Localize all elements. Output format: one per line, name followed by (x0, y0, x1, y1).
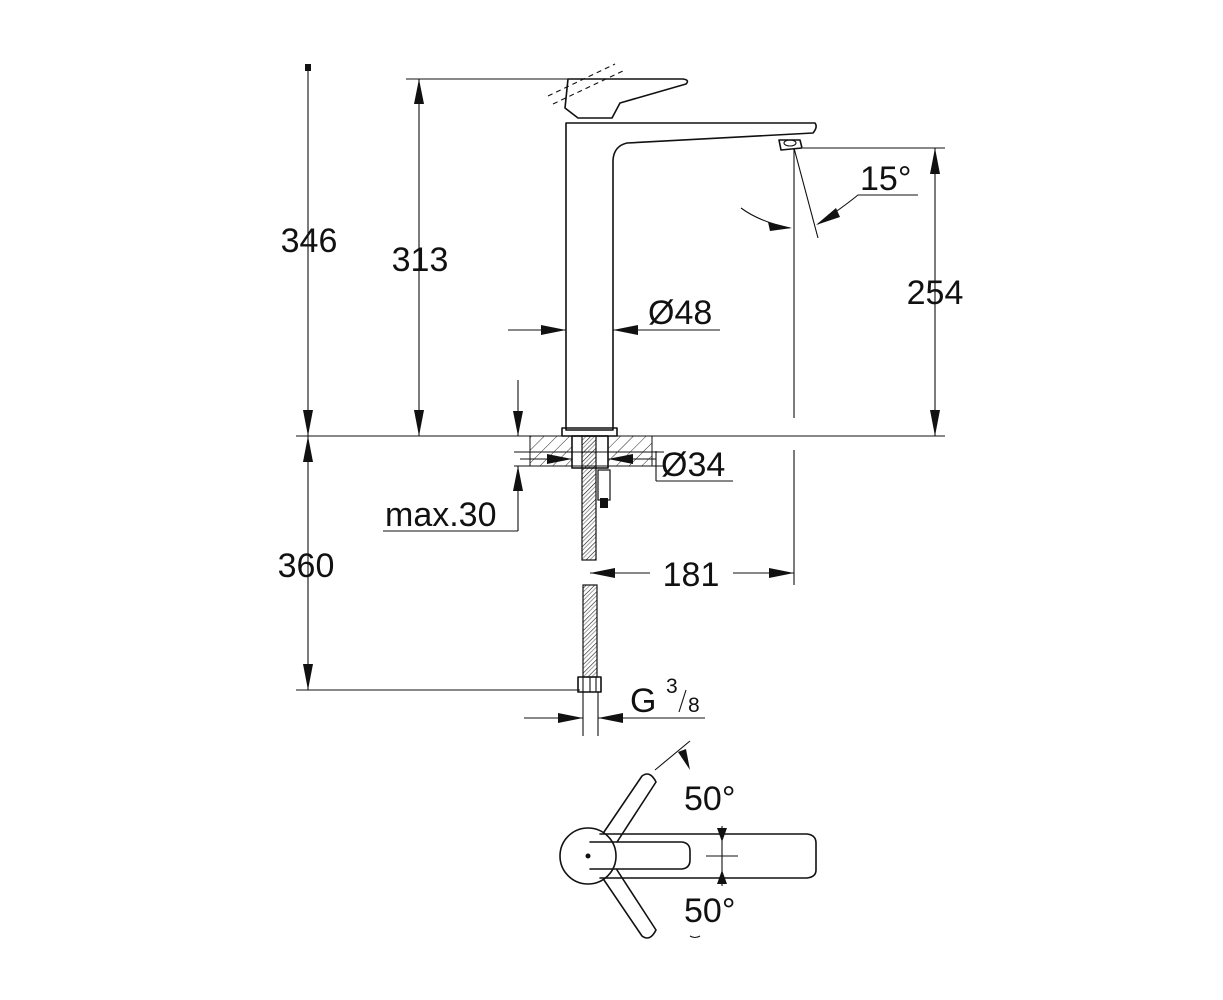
dim-50deg-bottom-label: 50° (684, 892, 735, 930)
dim-346-label: 346 (281, 222, 338, 260)
dim-360-label: 360 (278, 547, 335, 585)
dim-15deg-label: 15° (860, 160, 911, 198)
dim-base-diameter: Ø34 (520, 446, 733, 484)
lever-handle (564, 78, 689, 119)
dim-50deg-top-label: 50° (684, 780, 735, 818)
faucet-side-view (547, 63, 817, 437)
dim-48-label: Ø48 (648, 294, 712, 332)
dim-body-diameter: Ø48 (508, 294, 720, 335)
countertop-section (514, 435, 664, 561)
supply-hose (582, 584, 598, 678)
dim-outlet-height: 254 (803, 147, 964, 436)
lever-alt-position (547, 63, 626, 105)
dim-g-numerator: 3 (666, 675, 678, 698)
aerator (778, 139, 803, 151)
dim-max-thickness: max.30 (383, 380, 523, 534)
dim-g-denominator: 8 (688, 694, 700, 717)
faucet-body (565, 122, 817, 431)
dim-34-label: Ø34 (661, 446, 725, 484)
dim-total-height: 346 (281, 64, 338, 436)
dim-spout-height: 313 (392, 78, 568, 436)
dim-outlet-angle: 15° (740, 147, 918, 418)
dim-max30-label: max.30 (385, 496, 497, 534)
dim-connection-thread: G 3 8 (524, 675, 705, 723)
dim-hose-length: 360 (278, 436, 580, 691)
dim-g-label: G (630, 682, 656, 720)
dim-181-label: 181 (663, 556, 720, 594)
dim-254-label: 254 (907, 274, 964, 312)
dim-313-label: 313 (392, 241, 449, 279)
faucet-top-view: 50° 50° (559, 740, 817, 939)
dim-projection: 181 (590, 450, 795, 594)
